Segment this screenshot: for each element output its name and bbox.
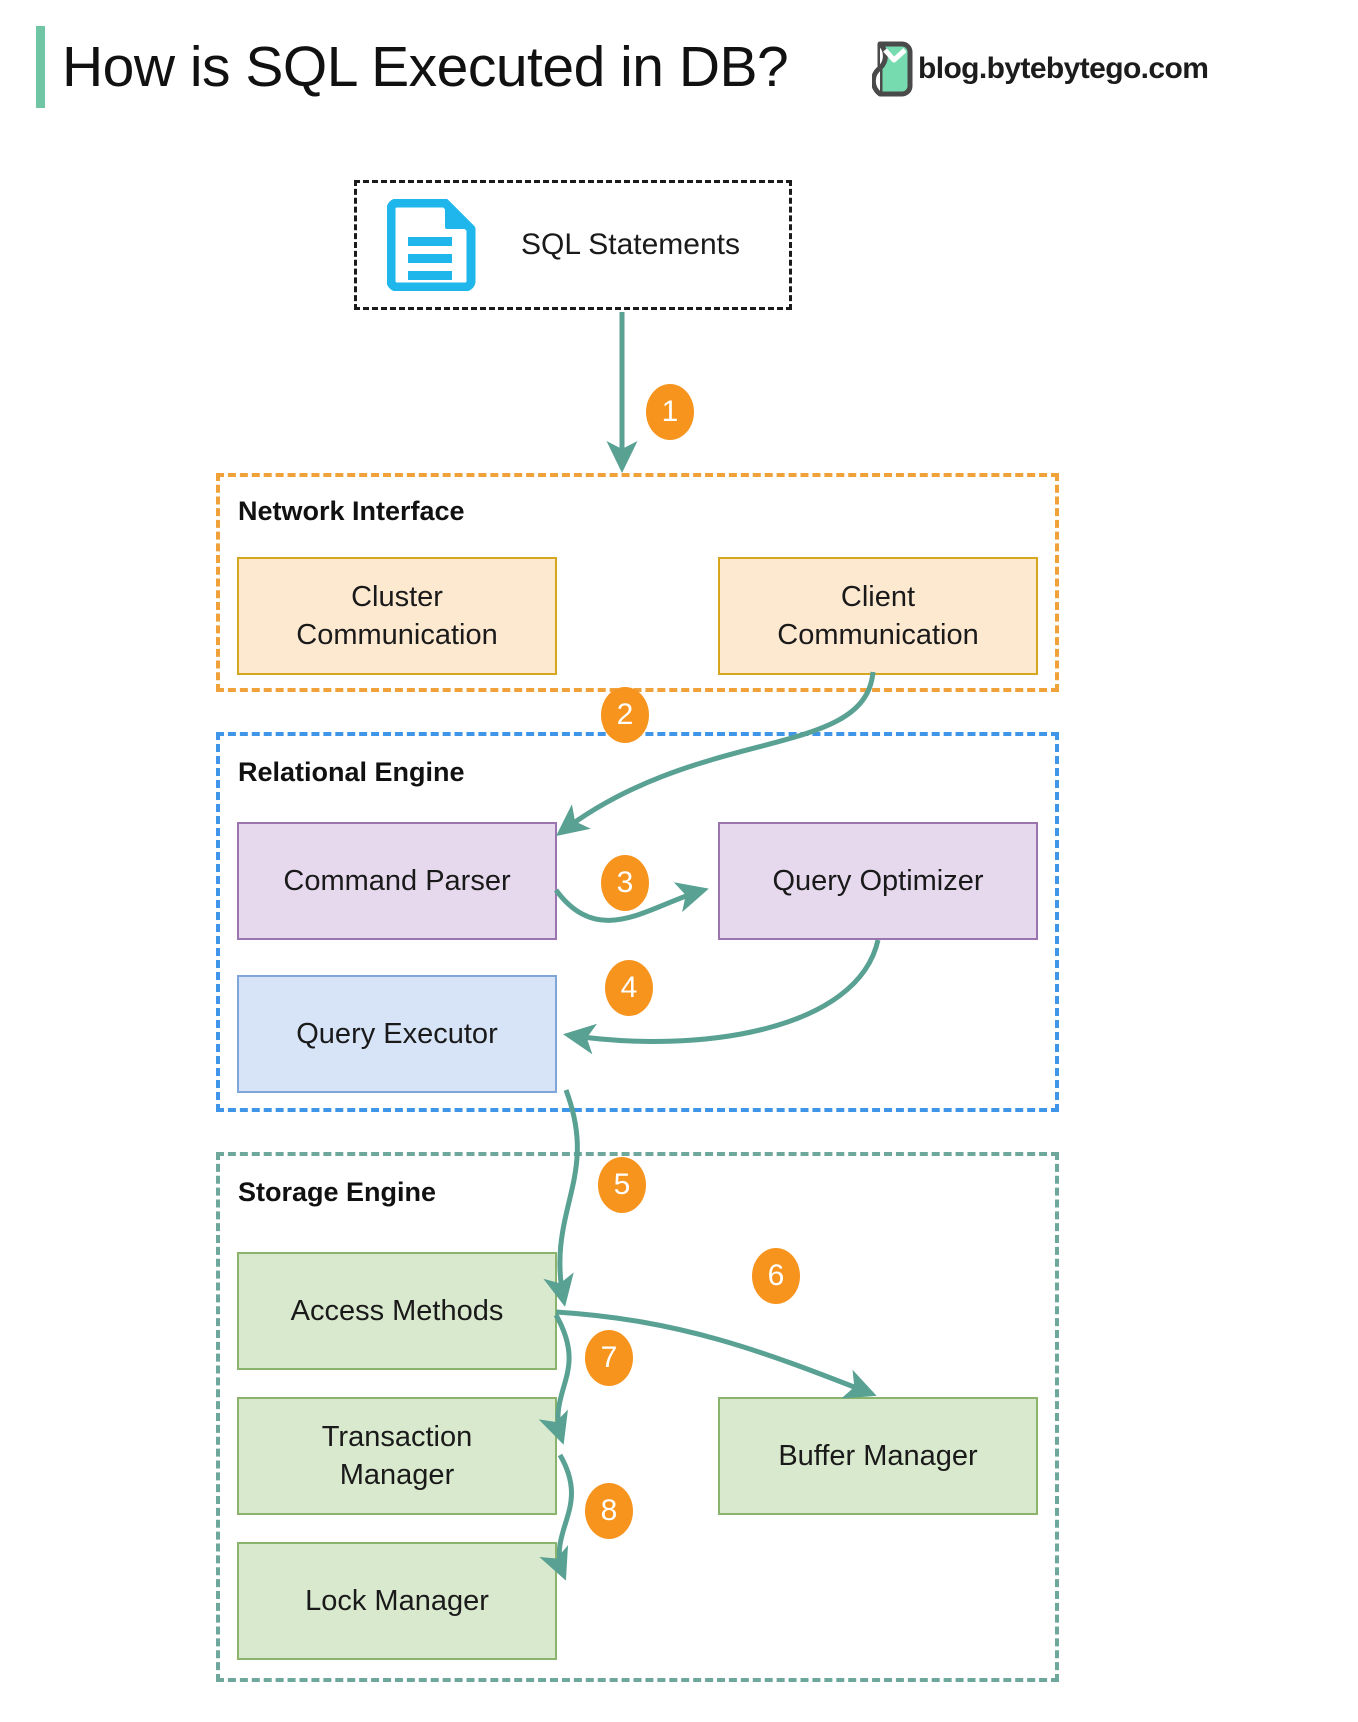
group-label-network-interface: Network Interface (238, 496, 465, 526)
step-badge-3: 3 (601, 855, 649, 911)
node-cluster-communication[interactable]: Cluster Communication (237, 557, 557, 675)
step-badge-5: 5 (598, 1157, 646, 1213)
group-label-relational-engine: Relational Engine (238, 757, 465, 787)
node-cluster-communication-line1: Cluster (351, 581, 443, 613)
node-access-methods[interactable]: Access Methods (237, 1252, 557, 1370)
title-accent-bar (36, 26, 45, 108)
node-cluster-communication-line2: Communication (296, 619, 498, 651)
sql-statements-box: SQL Statements (354, 180, 792, 310)
group-label-storage-engine: Storage Engine (238, 1177, 437, 1207)
step-badge-1: 1 (646, 384, 694, 440)
node-command-parser[interactable]: Command Parser (237, 822, 557, 940)
node-client-communication[interactable]: Client Communication (718, 557, 1038, 675)
brand-watermark: blog.bytebytego.com (872, 40, 1209, 98)
page-title: How is SQL Executed in DB? (62, 35, 789, 99)
node-transaction-manager[interactable]: Transaction Manager (237, 1397, 557, 1515)
sql-statements-label: SQL Statements (521, 228, 740, 261)
node-query-optimizer[interactable]: Query Optimizer (718, 822, 1038, 940)
step-badge-8: 8 (585, 1483, 633, 1539)
node-transaction-manager-line1: Transaction (321, 1421, 473, 1453)
bytebytego-logo-icon (872, 41, 913, 97)
node-query-executor[interactable]: Query Executor (237, 975, 557, 1093)
page-header: How is SQL Executed in DB? blog.bytebyte… (0, 0, 1358, 140)
step-badge-4: 4 (605, 960, 653, 1016)
node-client-communication-line2: Communication (777, 619, 979, 651)
node-transaction-manager-line2: Manager (339, 1459, 455, 1491)
node-buffer-manager[interactable]: Buffer Manager (718, 1397, 1038, 1515)
step-badge-2: 2 (601, 687, 649, 743)
node-client-communication-line1: Client (840, 581, 916, 613)
step-badge-7: 7 (585, 1330, 633, 1386)
node-lock-manager[interactable]: Lock Manager (237, 1542, 557, 1660)
brand-text: blog.bytebytego.com (918, 52, 1209, 85)
step-badge-6: 6 (752, 1248, 800, 1304)
document-lines-icon (387, 199, 476, 291)
group-storage-engine (216, 1152, 1059, 1682)
